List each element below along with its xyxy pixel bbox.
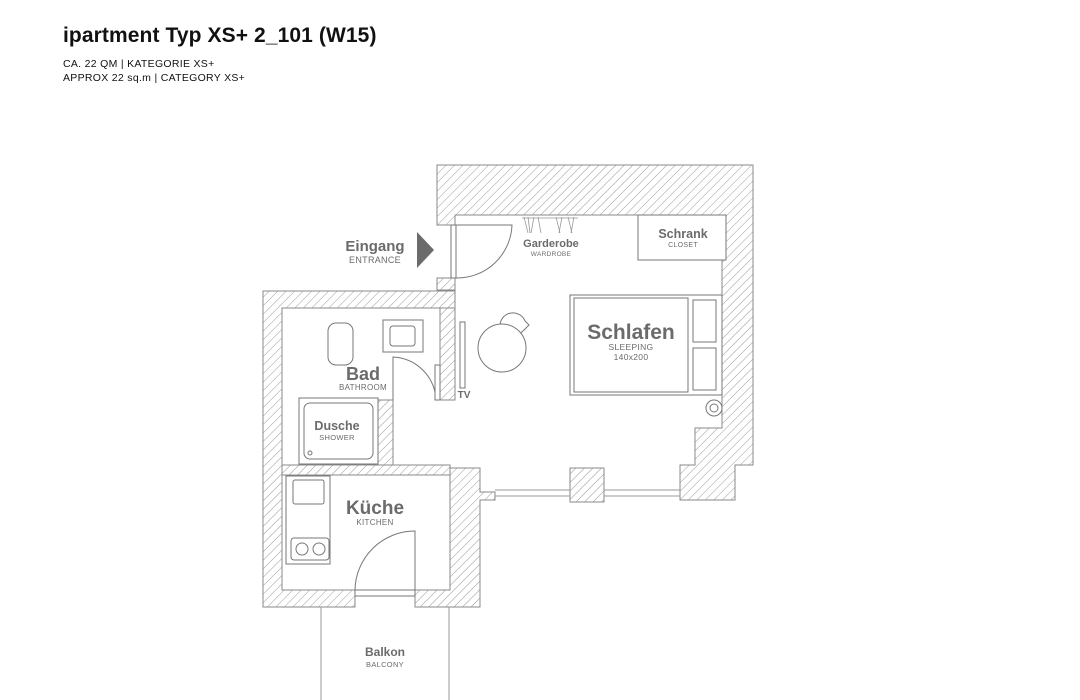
- wall-bath-right: [439, 307, 456, 401]
- label-tv: TV: [458, 390, 471, 401]
- label-closet-sub: CLOSET: [668, 242, 698, 249]
- outer-wall-main: [436, 164, 754, 501]
- label-bed-size: 140x200: [614, 352, 649, 362]
- tv-unit: [459, 321, 466, 389]
- wall-bath-right-lower: [377, 399, 394, 466]
- label-kitchen-sub: KITCHEN: [356, 518, 393, 527]
- shower-tray: [298, 397, 379, 465]
- kitchen-counter: [285, 475, 331, 565]
- bathroom-fixtures: [327, 319, 441, 401]
- balcony: [320, 607, 450, 700]
- label-entrance-sub: ENTRANCE: [349, 255, 401, 265]
- label-entrance: Eingang: [345, 238, 404, 255]
- wall-window-pillar: [569, 467, 605, 503]
- wall-bath-kitchen: [281, 464, 451, 476]
- label-sleeping: Schlafen: [587, 321, 675, 344]
- label-bathroom: Bad: [346, 364, 380, 384]
- label-kitchen: Küche: [346, 498, 404, 519]
- label-bathroom-sub: BATHROOM: [339, 383, 387, 392]
- wardrobe-rail: [522, 216, 578, 234]
- plan-header: ipartment Typ XS+ 2_101 (W15) CA. 22 QM …: [63, 24, 377, 85]
- wall-entrance-jamb: [436, 277, 456, 291]
- area-german: CA. 22 QM | KATEGORIE XS+: [63, 58, 215, 70]
- label-balcony-sub: BALCONY: [366, 660, 404, 669]
- outer-wall-kitchen-right: [414, 467, 496, 608]
- plan-title: ipartment Typ XS+ 2_101 (W15): [63, 24, 377, 47]
- label-wardrobe: Garderobe: [523, 238, 579, 250]
- label-shower: Dusche: [314, 419, 359, 433]
- entrance-arrow-icon: [417, 232, 434, 268]
- entrance-door: [450, 224, 513, 279]
- label-wardrobe-sub: WARDROBE: [531, 251, 572, 258]
- label-shower-sub: SHOWER: [319, 433, 355, 442]
- area-english: APPROX 22 sq.m | CATEGORY XS+: [63, 72, 246, 84]
- windows: [495, 489, 680, 497]
- nightstand-lamp: [705, 399, 723, 417]
- label-closet: Schrank: [658, 227, 707, 241]
- balcony-door: [354, 530, 416, 597]
- table-and-chair: [477, 312, 530, 373]
- bed: [569, 294, 723, 396]
- walls: [262, 164, 754, 608]
- plan-subtitle: CA. 22 QM | KATEGORIE XS+ APPROX 22 sq.m…: [63, 57, 377, 85]
- label-sleeping-sub: SLEEPING: [609, 342, 654, 352]
- label-balcony: Balkon: [365, 645, 405, 659]
- closet-cabinet: [637, 214, 727, 261]
